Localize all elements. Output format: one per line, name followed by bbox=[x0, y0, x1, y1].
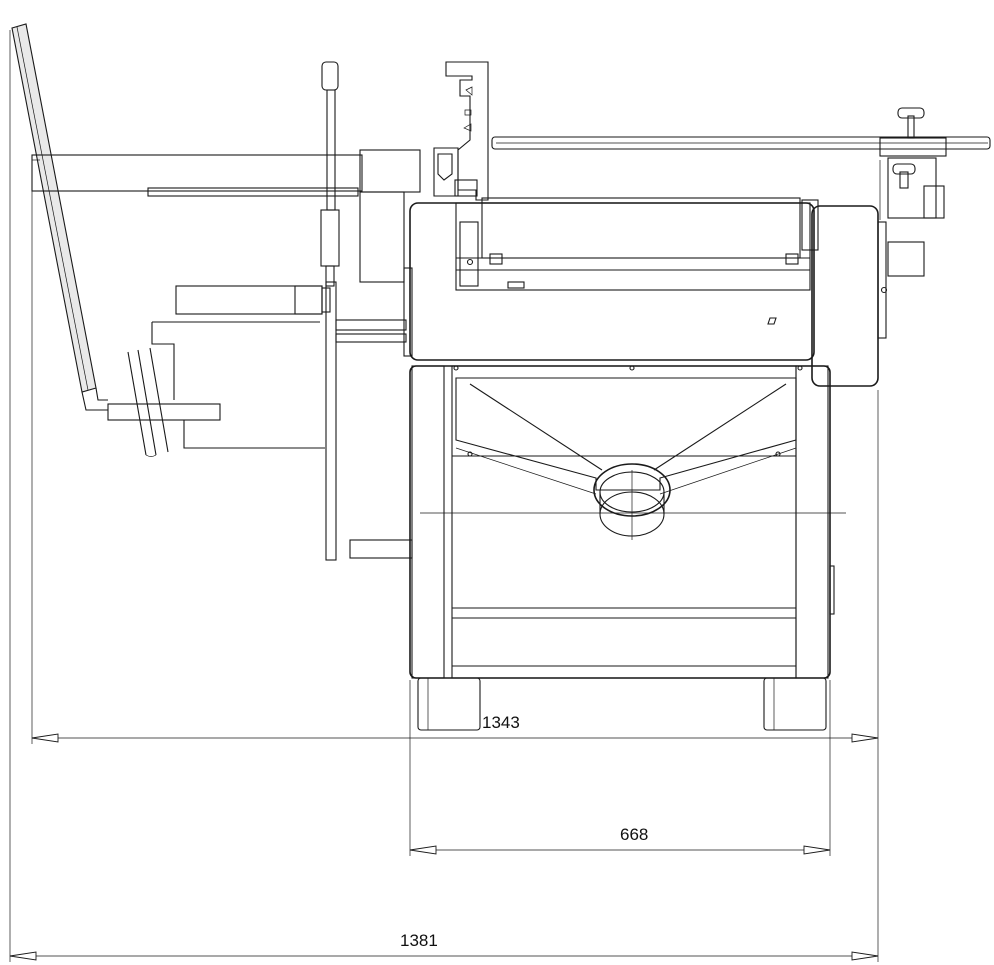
dimension-label-1343: 1343 bbox=[482, 713, 520, 732]
rip-fence-rail bbox=[491, 107, 991, 277]
sliding-arm bbox=[11, 23, 108, 411]
carriage-plate bbox=[325, 267, 413, 561]
hand-lever bbox=[320, 61, 340, 287]
machine-stand bbox=[409, 365, 846, 731]
machine-body bbox=[409, 61, 888, 387]
dimension-table-width: 1343 bbox=[31, 190, 879, 744]
dimension-base-width: 668 bbox=[409, 680, 831, 856]
crosscut-fence bbox=[107, 285, 331, 457]
dimension-overall-width: 1381 bbox=[9, 30, 879, 962]
dimension-label-668: 668 bbox=[620, 825, 648, 844]
outrigger-bar bbox=[31, 149, 421, 283]
dimension-label-1381: 1381 bbox=[400, 931, 438, 950]
